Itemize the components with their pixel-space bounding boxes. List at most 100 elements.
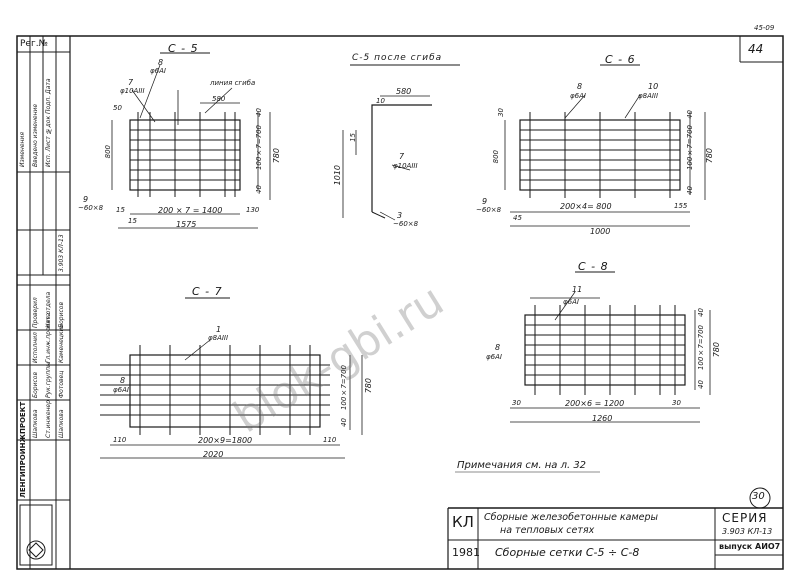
c6-d40a: 40 bbox=[686, 110, 694, 119]
staff-role-4: Ст.инженер bbox=[45, 400, 52, 438]
c5b-mark3: 3 bbox=[397, 211, 403, 220]
c5-mark9: 9 bbox=[83, 195, 89, 204]
c6-mark10: 10 bbox=[648, 82, 659, 91]
c5-d50: 50 bbox=[113, 104, 122, 112]
org-name: ЛЕНГИПРОИНЖПРОЕКТ bbox=[19, 401, 27, 498]
c5-mesh bbox=[111, 52, 271, 229]
c8-d100: 100×7=700 bbox=[697, 325, 705, 371]
c6-d100: 100×7=700 bbox=[686, 125, 694, 171]
sidebar-columns: Исп. Лист №док Подп. Дата bbox=[45, 78, 52, 167]
staff-name-3: Фотовец bbox=[58, 370, 65, 398]
c5b-d580: 580 bbox=[396, 87, 412, 96]
c5-d580: 580 bbox=[212, 95, 226, 103]
stamp-kl: КЛ bbox=[452, 513, 474, 531]
c7-title: С - 7 bbox=[192, 285, 223, 298]
c8-mesh bbox=[510, 271, 711, 423]
staff-role-2: Гл.инж.проекта bbox=[45, 312, 52, 363]
stamp-series-value: 3.903 КЛ-13 bbox=[722, 527, 773, 536]
c7-mesh bbox=[100, 297, 363, 459]
staff-role-6: Исполнил bbox=[32, 332, 39, 363]
c5b-d1010: 1010 bbox=[333, 165, 342, 186]
c6-d45: 45 bbox=[513, 214, 522, 222]
c5-d130: 130 bbox=[246, 206, 260, 214]
top-right-stamp: 45-09 bbox=[754, 24, 775, 32]
c5-d780: 780 bbox=[272, 148, 281, 164]
c8-d30a: 30 bbox=[512, 399, 521, 407]
sheet-frame bbox=[16, 35, 784, 570]
sidebar-code: 3.903 КЛ-13 bbox=[58, 234, 65, 272]
c5-mark7-spec: φ10АIII bbox=[120, 87, 145, 95]
stamp-bottom-title: Сборные сетки С-5 ÷ С-8 bbox=[495, 546, 640, 559]
c5-d100: 100×7=700 bbox=[255, 125, 263, 171]
c6-d40b: 40 bbox=[686, 186, 694, 195]
sidebar-changes: Изменения bbox=[19, 132, 26, 167]
c5-bend-line: линия сгиба bbox=[210, 79, 256, 87]
c5-d1575: 1575 bbox=[176, 220, 197, 229]
bottom-right-number: 30 bbox=[752, 491, 765, 502]
sidebar-introduced: Введено изменение bbox=[32, 103, 39, 167]
c7-mark1-spec: φ8АIII bbox=[208, 334, 229, 342]
c5b-title: С-5 после сгиба bbox=[352, 53, 443, 63]
c5-bent bbox=[342, 64, 460, 221]
c6-title: С - 6 bbox=[605, 53, 636, 66]
c6-mark9: 9 bbox=[482, 197, 488, 206]
reg-label: Рег.№ bbox=[20, 39, 48, 49]
c7-d2020: 2020 bbox=[203, 450, 224, 459]
c5b-d10: 10 bbox=[376, 97, 385, 105]
c5-mark7: 7 bbox=[128, 78, 134, 87]
c5-d15a: 15 bbox=[116, 206, 125, 214]
c8-d200: 200×6 = 1200 bbox=[565, 399, 625, 408]
c7-d200: 200×9=1800 bbox=[198, 436, 253, 445]
c5-d800: 800 bbox=[104, 145, 112, 159]
c8-d40b: 40 bbox=[697, 380, 705, 389]
stamp-title-line2: на тепловых сетях bbox=[500, 525, 595, 536]
c7-mark8: 8 bbox=[120, 376, 126, 385]
c5b-mark7: 7 bbox=[399, 152, 405, 161]
stamp-title-line1: Сборные железобетонные камеры bbox=[484, 512, 659, 523]
c6-mark8: 8 bbox=[577, 82, 583, 91]
sheet-number: 44 bbox=[748, 42, 764, 56]
c5-mark8-spec: φ6АI bbox=[150, 67, 166, 75]
c8-mark11-spec: φ6АI bbox=[563, 298, 579, 306]
c6-d1000: 1000 bbox=[590, 227, 611, 236]
c6-d155: 155 bbox=[674, 202, 688, 210]
c8-d30b: 30 bbox=[672, 399, 681, 407]
c5-mark8: 8 bbox=[158, 58, 164, 67]
c7-mark1: 1 bbox=[216, 325, 222, 334]
c6-mark8-spec: φ6АI bbox=[570, 92, 586, 100]
c5b-d15: 15 bbox=[349, 133, 357, 142]
c5-d15b: 15 bbox=[128, 217, 137, 225]
staff-name-5: Борисов bbox=[32, 371, 39, 398]
c7-d40: 40 bbox=[340, 418, 348, 427]
c8-d40a: 40 bbox=[697, 308, 705, 317]
c5b-mark7-spec: φ10АIII bbox=[393, 162, 418, 170]
c8-mark8-spec: φ6АI bbox=[486, 353, 502, 361]
c8-mark11: 11 bbox=[572, 285, 583, 294]
c7-d100: 100×7=700 bbox=[340, 365, 348, 411]
staff-name-4: Шапкова bbox=[58, 409, 65, 438]
c7-d780: 780 bbox=[364, 378, 373, 394]
c6-mark9-spec: ~60×8 bbox=[476, 206, 502, 214]
staff-name-6: Шапкова bbox=[32, 409, 39, 438]
c8-mark8: 8 bbox=[495, 343, 501, 352]
staff-name-2: Каменецкий bbox=[58, 323, 65, 363]
c6-mark10-spec: φ8АIII bbox=[638, 92, 659, 100]
c8-title: С - 8 bbox=[578, 260, 609, 273]
c6-d780: 780 bbox=[705, 148, 714, 164]
c7-d110b: 110 bbox=[323, 436, 337, 444]
c5-d200: 200 × 7 = 1400 bbox=[158, 206, 223, 215]
c6-d200: 200×4= 800 bbox=[560, 202, 612, 211]
staff-role-3: Рук.группы bbox=[45, 362, 52, 398]
c6-d30: 30 bbox=[497, 108, 505, 117]
c5-d40b: 40 bbox=[255, 185, 263, 194]
c5-mark9-spec: ~60×8 bbox=[78, 204, 104, 212]
staff-role-5: Проверил bbox=[32, 297, 39, 328]
c7-mark8-spec: φ6АI bbox=[113, 386, 129, 394]
note-text: Примечания см. на л. 32 bbox=[457, 460, 587, 471]
c8-d780: 780 bbox=[712, 342, 721, 358]
stamp-series-label: СЕРИЯ bbox=[722, 511, 768, 525]
c5-d40a: 40 bbox=[255, 108, 263, 117]
stamp-issue: выпуск АИО7 bbox=[719, 542, 781, 551]
logo-box bbox=[19, 504, 53, 566]
